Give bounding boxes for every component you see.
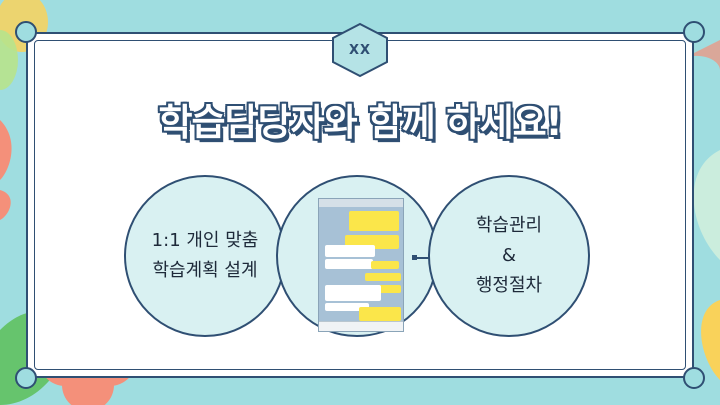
hexagon-badge: XX [329,22,391,78]
feature-management-line2: & [501,245,517,266]
card-corner-bottom-right [683,367,705,389]
card-corner-top-left [15,21,37,43]
connector-right-dot-a [412,255,417,260]
feature-management-line1: 학습관리 [475,215,543,236]
feature-plan-line2: 학습계획 설계 [152,260,258,281]
card-corner-bottom-left [15,367,37,389]
feature-plan-line1: 1:1 개인 맞춤 [151,230,259,251]
card-corner-top-right [683,21,705,43]
badge-label: XX [348,42,372,58]
feature-management-line3: 행정절차 [475,275,543,296]
feature-circle-plan: 1:1 개인 맞춤 학습계획 설계 [124,175,286,337]
feature-circle-management: 학습관리 & 행정절차 [428,175,590,337]
chat-screenshot-image [318,198,404,332]
page-title: 학습담당자와 함께 하세요! [158,101,562,144]
